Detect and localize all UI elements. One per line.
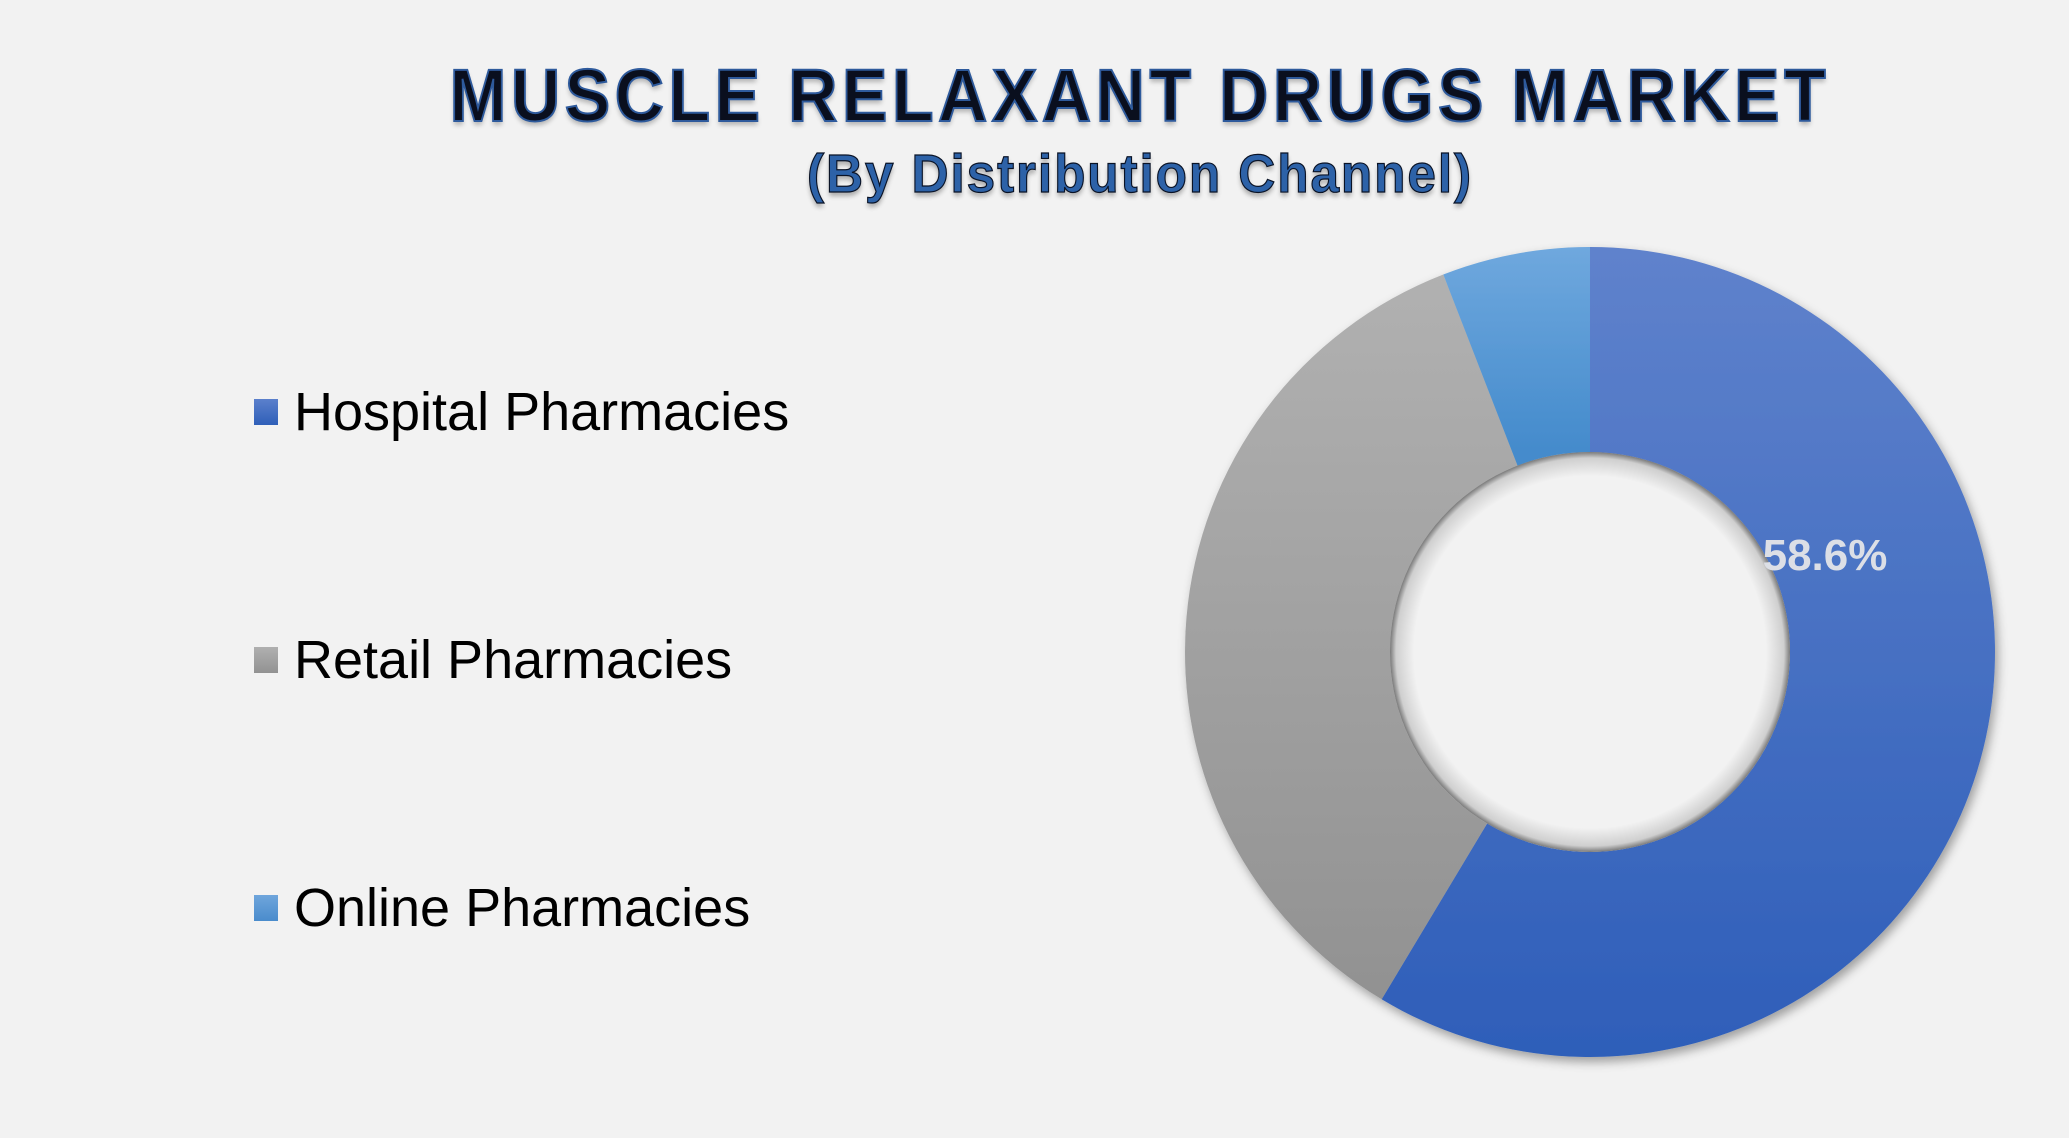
chart-title: MUSCLE RELAXANT DRUGS MARKET <box>449 53 1831 138</box>
chart-subtitle: (By Distribution Channel) <box>806 143 1473 204</box>
legend-label: Online Pharmacies <box>294 878 751 938</box>
chart-title-block: MUSCLE RELAXANT DRUGS MARKET (By Distrib… <box>380 50 1900 206</box>
donut-slice-hospital-pharmacies <box>1381 247 1995 1057</box>
legend-label: Retail Pharmacies <box>294 630 733 690</box>
donut-slice-retail-pharmacies <box>1185 274 1518 1000</box>
legend-swatch-online-icon <box>254 895 278 921</box>
data-label-hospital-pharmacies: 58.6% <box>1763 531 1888 580</box>
donut-slices <box>1185 247 1995 1057</box>
donut-slice-online-pharmacies <box>1443 247 1590 466</box>
legend-label: Hospital Pharmacies <box>294 382 790 442</box>
legend-swatch-retail-icon <box>254 647 278 673</box>
donut-chart: 58.6% <box>1160 220 2040 1100</box>
legend-item-retail-pharmacies: Retail Pharmacies <box>254 628 732 692</box>
donut-hole <box>1390 452 1790 852</box>
legend-item-online-pharmacies: Online Pharmacies <box>254 876 750 940</box>
legend-item-hospital-pharmacies: Hospital Pharmacies <box>254 380 789 444</box>
donut-chart-svg: 58.6% <box>1185 247 1995 1057</box>
legend-swatch-hospital-icon <box>254 399 278 425</box>
